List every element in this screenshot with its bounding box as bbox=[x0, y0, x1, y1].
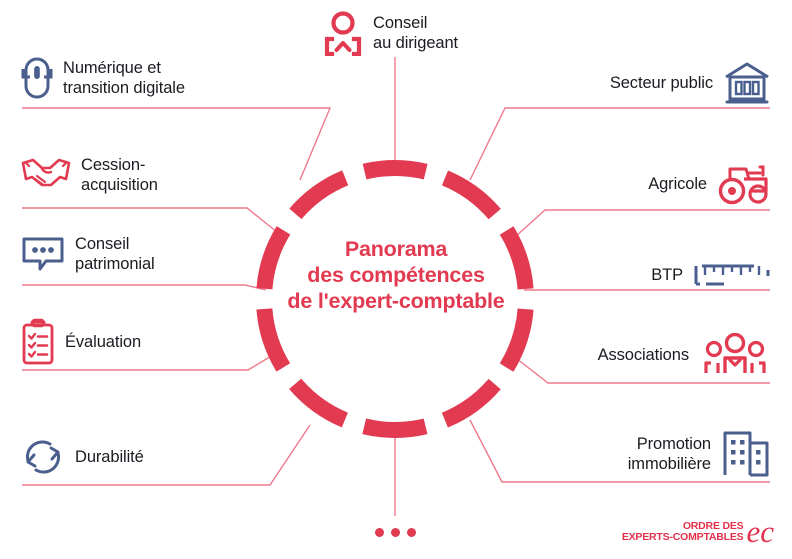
node-label-numerique: Numérique et transition digitale bbox=[63, 59, 185, 97]
handshake-icon bbox=[20, 155, 72, 195]
connector-agricole bbox=[514, 209, 770, 238]
logo-line-2: EXPERTS-COMPTABLES bbox=[621, 531, 744, 543]
hub-title-line-3: de l'expert-comptable bbox=[287, 289, 505, 313]
leader-person-icon bbox=[322, 10, 364, 57]
recycle-arrows-icon bbox=[20, 435, 66, 479]
node-label-agricole: Agricole bbox=[648, 175, 707, 193]
node-label-secteur-public: Secteur public bbox=[609, 74, 713, 92]
people-group-icon bbox=[698, 332, 772, 377]
ellipsis-dot-2 bbox=[391, 528, 400, 537]
logo-wordmark: ORDRE DES EXPERTS-COMPTABLES bbox=[621, 519, 744, 544]
node-conseil-patrimonial[interactable]: Conseil patrimonial bbox=[20, 234, 155, 274]
ellipsis-dot-1 bbox=[375, 528, 384, 537]
hub-title-line-1: Panorama bbox=[344, 237, 448, 261]
node-promotion-immobiliere[interactable]: Promotion immobilière bbox=[628, 429, 772, 479]
office-buildings-icon bbox=[720, 429, 772, 479]
connector-cession bbox=[22, 207, 278, 233]
node-conseil-dirigeant[interactable]: Conseil au dirigeant bbox=[322, 10, 459, 57]
node-label-associations: Associations bbox=[597, 346, 690, 364]
government-building-icon bbox=[722, 60, 772, 106]
node-secteur-public[interactable]: Secteur public bbox=[610, 60, 772, 106]
node-evaluation[interactable]: Évaluation bbox=[20, 318, 141, 366]
node-label-promotion-immobiliere: Promotion immobilière bbox=[627, 435, 711, 473]
node-associations[interactable]: Associations bbox=[597, 332, 772, 377]
ellipsis-dot-3 bbox=[407, 528, 416, 537]
ruler-icon bbox=[692, 262, 772, 288]
node-cession[interactable]: Cession- acquisition bbox=[20, 155, 158, 195]
hub-title-line-2: des compétences bbox=[307, 263, 485, 287]
node-label-conseil-patrimonial: Conseil patrimonial bbox=[75, 235, 155, 273]
node-label-cession: Cession- acquisition bbox=[81, 156, 158, 194]
connector-conseil-patrimonial bbox=[22, 284, 267, 291]
ordre-experts-comptables-logo: ORDRE DES EXPERTS-COMPTABLES ec bbox=[621, 514, 774, 549]
logo-ec-monogram: ec bbox=[746, 514, 774, 549]
clipboard-checklist-icon bbox=[20, 318, 56, 366]
node-label-conseil-dirigeant: Conseil au dirigeant bbox=[373, 14, 459, 52]
node-btp[interactable]: BTP bbox=[651, 262, 772, 288]
node-agricole[interactable]: Agricole bbox=[648, 163, 772, 205]
logo-line-1: ORDRE DES bbox=[682, 519, 744, 532]
node-more[interactable] bbox=[375, 528, 416, 537]
node-numerique[interactable]: Numérique et transition digitale bbox=[20, 56, 185, 100]
node-label-evaluation: Évaluation bbox=[65, 333, 142, 351]
computer-mouse-icon bbox=[20, 56, 54, 100]
node-label-btp: BTP bbox=[651, 266, 683, 284]
speech-bubble-icon bbox=[20, 235, 66, 273]
node-label-durabilite: Durabilité bbox=[75, 448, 144, 466]
hub-title: Panorama des compétences de l'expert-com… bbox=[268, 236, 524, 314]
node-durabilite[interactable]: Durabilité bbox=[20, 435, 144, 479]
tractor-icon bbox=[716, 163, 772, 205]
